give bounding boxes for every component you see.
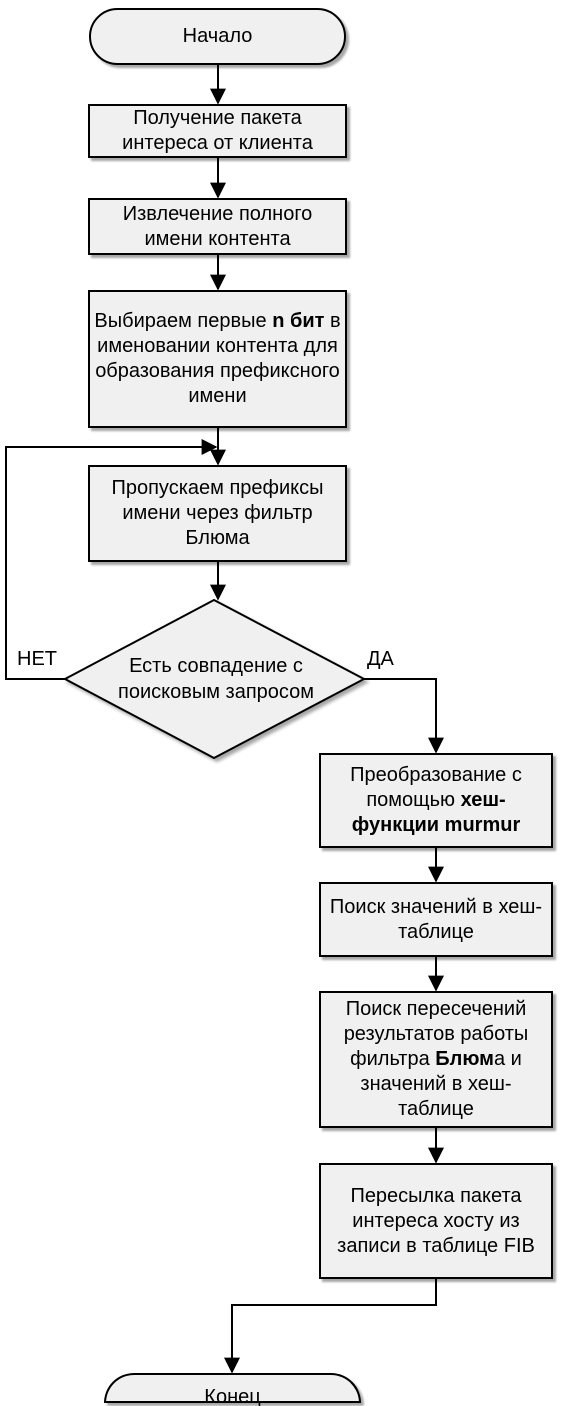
step-bloom-filter: Пропускаем префиксы имени через фильтр Б…: [88, 465, 347, 562]
step-intersect-text: Поиск пересечений результатов работы фил…: [325, 997, 547, 1122]
step-select-text: Выбираем первые n бит в именовании конте…: [94, 309, 341, 409]
step-receive-packet: Получение пакета интереса от клиента: [88, 104, 347, 158]
decision-diamond: [62, 598, 367, 760]
step-transform-text-bold: хеш-функции murmur: [351, 789, 521, 836]
end-label: Конец: [204, 1386, 261, 1406]
step-select-text-1: Выбираем первые: [94, 310, 273, 332]
decision-no-label: НЕТ: [17, 648, 57, 670]
start-label: Начало: [182, 25, 253, 47]
step-select-text-bold: n бит: [272, 310, 325, 332]
step-forward-text: Пересылка пакета интереса хосту из запис…: [337, 1184, 535, 1257]
arrow-yes-to-transform: [364, 678, 444, 754]
step-hash-transform: Преобразование с помощью хеш-функции mur…: [319, 753, 553, 848]
step-intersect-text-3: а и значений в хеш-таблице: [360, 1048, 522, 1120]
decision-yes-label: ДА: [367, 648, 394, 670]
start-terminal: Начало: [89, 8, 346, 65]
step-transform-text-1: Преобразование с помощью: [350, 764, 522, 811]
step-intersections: Поиск пересечений результатов работы фил…: [319, 991, 553, 1128]
step-extract-name: Извлечение полного имени контента: [88, 198, 347, 255]
step-extract-text: Извлечение полного имени контента: [122, 202, 313, 250]
arrow-forward-to-end: [224, 1279, 437, 1374]
step-bloom-text: Пропускаем префиксы имени через фильтр Б…: [111, 477, 324, 549]
step-transform-text: Преобразование с помощью хеш-функции mur…: [325, 763, 547, 838]
step-intersect-text-bold: Блюм: [435, 1048, 494, 1070]
arrow-no-loop: [5, 439, 218, 680]
step-search-text: Поиск значений в хеш-таблице: [329, 895, 543, 943]
decision-text: Есть совпадение с поисковым запросом: [118, 655, 314, 703]
end-terminal: Конец: [104, 1373, 361, 1406]
step-select-prefix: Выбираем первые n бит в именовании конте…: [88, 290, 347, 428]
step-receive-text: Получение пакета интереса от клиента: [122, 107, 313, 154]
step-forward-packet: Пересылка пакета интереса хосту из запис…: [319, 1163, 553, 1279]
step-select-text-3: в именовании контента для образования пр…: [95, 310, 341, 407]
step-intersect-text-1: Поиск пересечений результатов работы фил…: [343, 998, 529, 1070]
step-search-values: Поиск значений в хеш-таблице: [319, 882, 553, 957]
